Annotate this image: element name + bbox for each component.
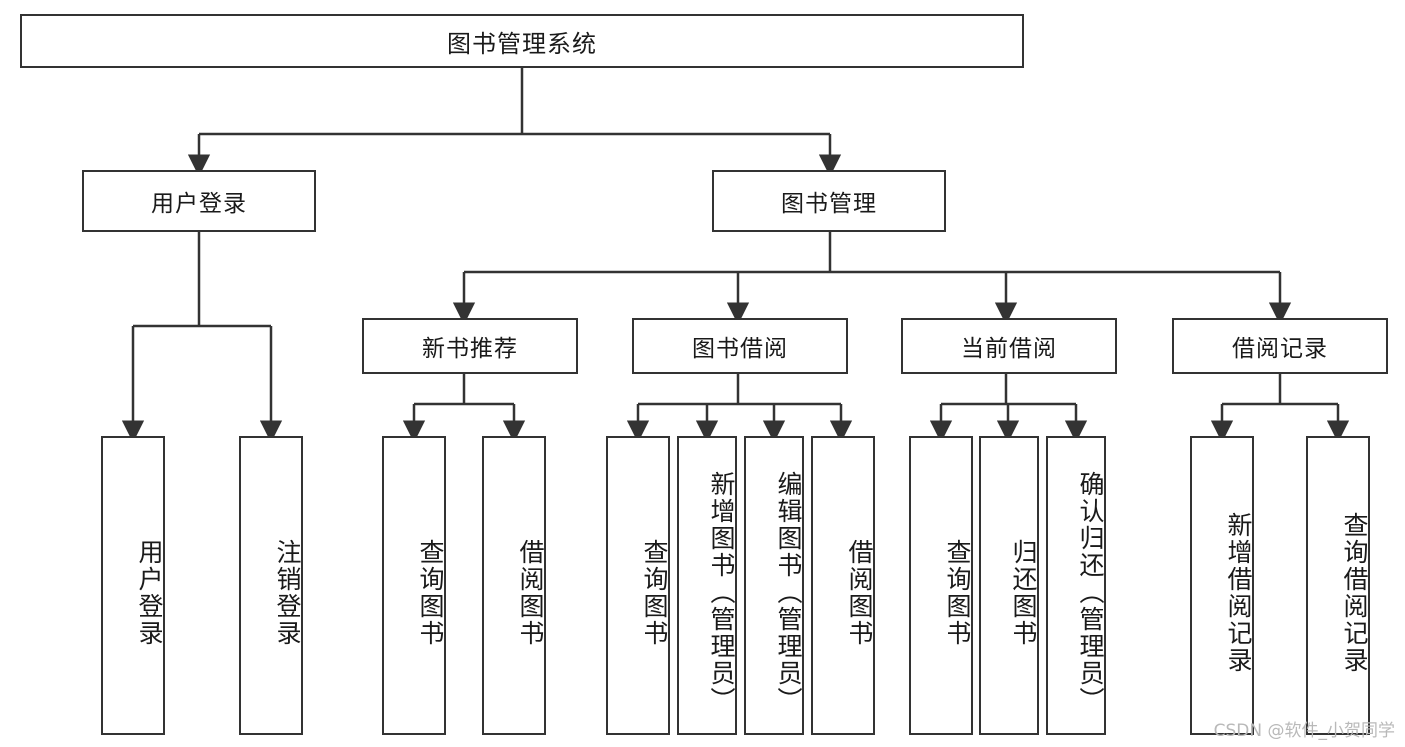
leaf-query-book-borrow[interactable]: 查询图书 (606, 436, 670, 735)
node-label: 当前借阅 (961, 336, 1057, 362)
node-label: 借阅图书 (516, 538, 545, 647)
node-label: 查询图书 (416, 538, 445, 647)
node-label: 归还图书 (1009, 538, 1038, 647)
node-label: 查询借阅记录 (1340, 511, 1369, 674)
node-label: 用户登录 (151, 191, 247, 217)
node-current-borrow[interactable]: 当前借阅 (901, 318, 1117, 374)
node-label: 图书管理系统 (447, 29, 597, 58)
node-label: 新增图书（管理员） (707, 471, 736, 714)
edge-new-book-recommend-to-leaves (402, 374, 526, 443)
edge-book-borrow-to-leaves (626, 374, 853, 443)
leaf-query-book-recommend[interactable]: 查询图书 (382, 436, 446, 735)
node-label: 图书管理 (781, 191, 877, 217)
edge-user-login-to-leaves (121, 232, 283, 443)
node-root-book-management-system[interactable]: 图书管理系统 (20, 14, 1024, 68)
node-new-book-recommend[interactable]: 新书推荐 (362, 318, 578, 374)
node-label: 借阅记录 (1232, 336, 1328, 362)
leaf-query-borrow-record[interactable]: 查询借阅记录 (1306, 436, 1370, 735)
node-label: 查询图书 (640, 538, 669, 647)
node-user-login[interactable]: 用户登录 (82, 170, 316, 232)
leaf-user-login[interactable]: 用户登录 (101, 436, 165, 735)
node-label: 新书推荐 (422, 336, 518, 362)
edge-current-borrow-to-leaves (929, 374, 1088, 443)
node-label: 新增借阅记录 (1224, 511, 1253, 674)
csdn-watermark: CSDN @软件_小贺同学 (1213, 721, 1395, 741)
node-label: 用户登录 (135, 538, 164, 647)
node-label: 确认归还（管理员） (1076, 471, 1105, 714)
leaf-borrow-book-borrow[interactable]: 借阅图书 (811, 436, 875, 735)
leaf-add-borrow-record[interactable]: 新增借阅记录 (1190, 436, 1254, 735)
edge-book-manage-to-level2 (452, 232, 1292, 325)
leaf-edit-book-admin[interactable]: 编辑图书（管理员） (744, 436, 804, 735)
node-borrow-record[interactable]: 借阅记录 (1172, 318, 1388, 374)
leaf-confirm-return-admin[interactable]: 确认归还（管理员） (1046, 436, 1106, 735)
node-label: 编辑图书（管理员） (774, 471, 803, 714)
edge-borrow-record-to-leaves (1210, 374, 1350, 443)
node-label: 图书借阅 (692, 336, 788, 362)
edge-root-to-level1 (187, 68, 842, 177)
node-label: 注销登录 (273, 538, 302, 647)
leaf-borrow-book-recommend[interactable]: 借阅图书 (482, 436, 546, 735)
node-book-borrow[interactable]: 图书借阅 (632, 318, 848, 374)
leaf-user-logout[interactable]: 注销登录 (239, 436, 303, 735)
leaf-add-book-admin[interactable]: 新增图书（管理员） (677, 436, 737, 735)
leaf-return-book[interactable]: 归还图书 (979, 436, 1039, 735)
node-book-manage[interactable]: 图书管理 (712, 170, 946, 232)
leaf-query-book-current[interactable]: 查询图书 (909, 436, 973, 735)
node-label: 借阅图书 (845, 538, 874, 647)
node-label: 查询图书 (943, 538, 972, 647)
